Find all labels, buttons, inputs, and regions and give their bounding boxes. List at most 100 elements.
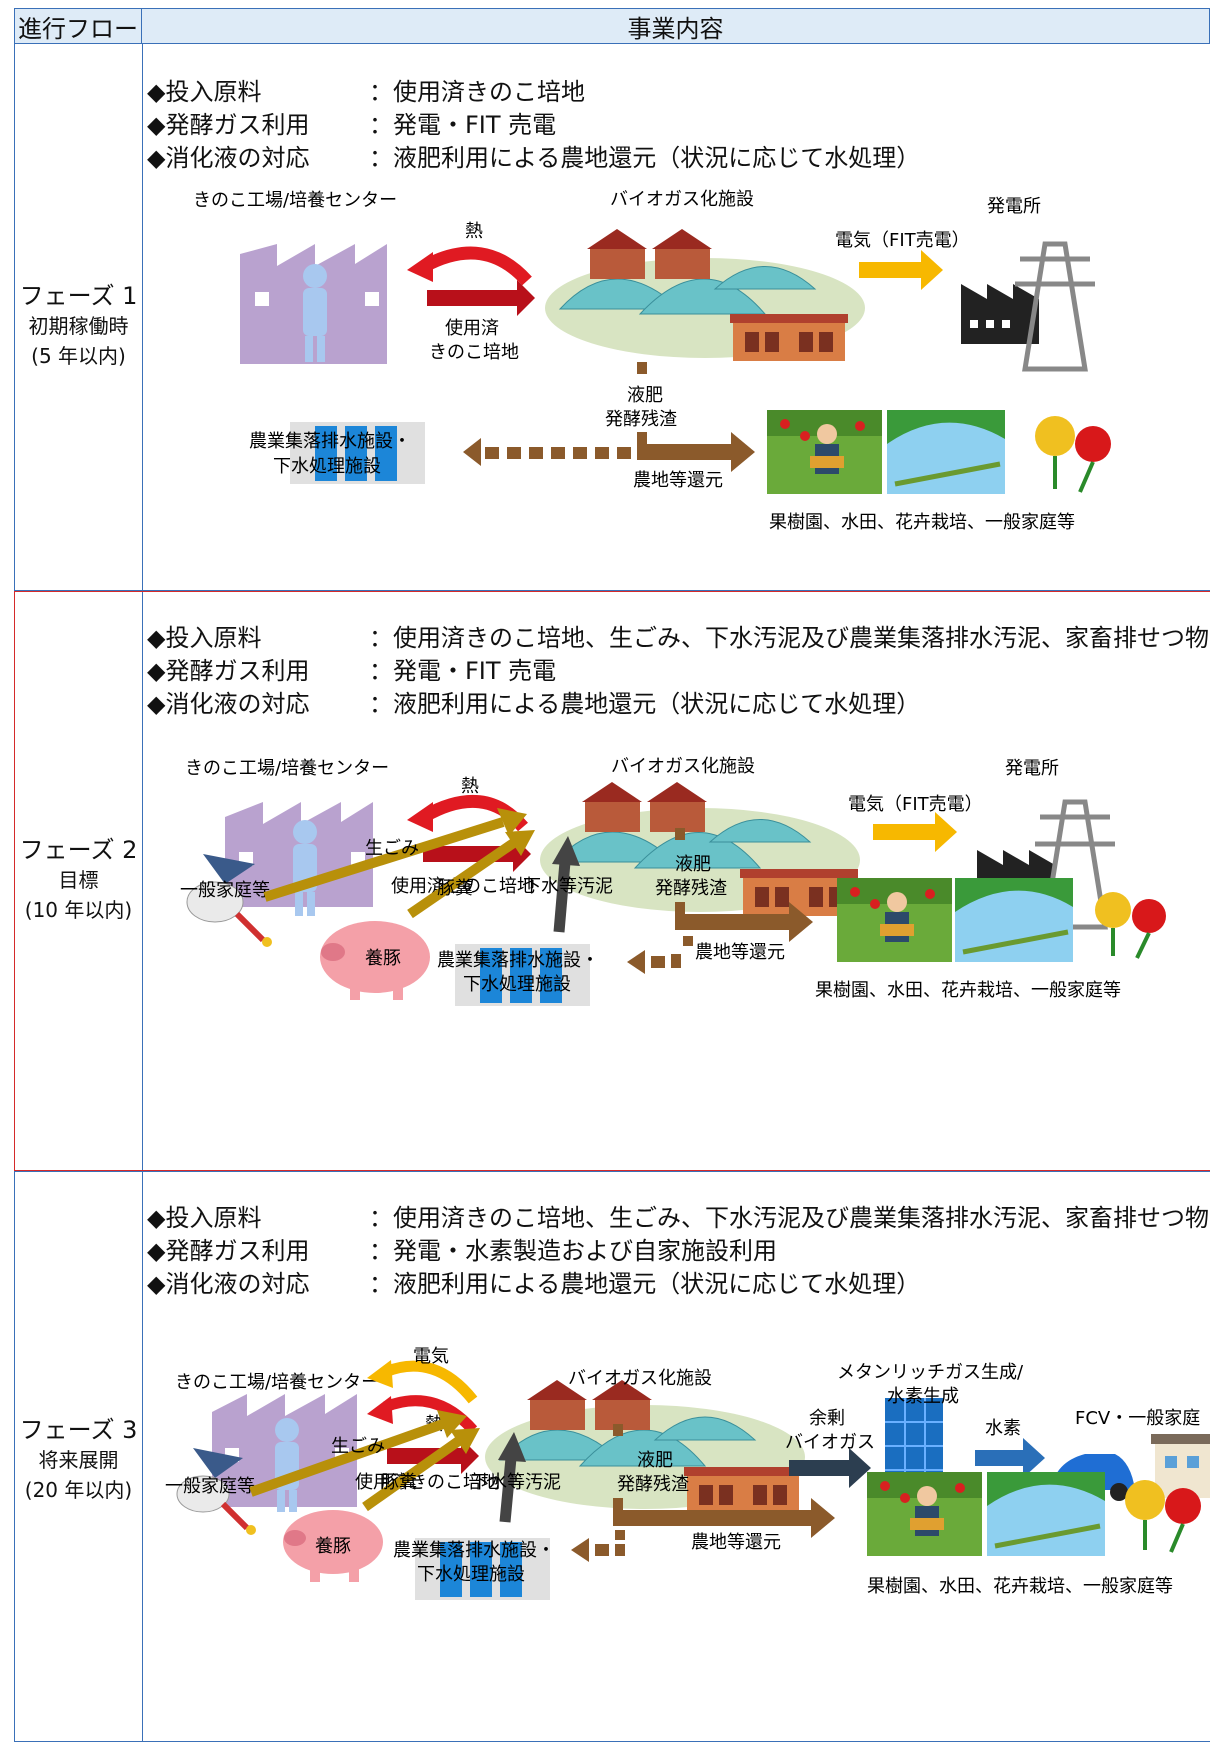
label-fertilizer: 液肥 <box>627 385 663 406</box>
header-content: 事業内容 <box>141 8 1210 44</box>
phase-1-info: ◆投入原料：使用済きのこ培地 ◆発酵ガス利用：発電・FIT 売電 ◆消化液の対応… <box>147 76 920 175</box>
surplus-biogas-arrow <box>789 1448 871 1488</box>
row-value: ：発電・FIT 売電 <box>369 657 557 685</box>
rice-field-icon <box>887 410 1005 494</box>
label-fields: 果樹園、水田、花卉栽培、一般家庭等 <box>769 512 1075 533</box>
row-value: ：使用済きのこ培地、生ごみ、下水汚泥及び農業集落排水汚泥、家畜排せつ物 <box>369 624 1209 652</box>
biogas-facility-icon <box>545 229 865 361</box>
return-arrow <box>613 1498 835 1538</box>
label-surplus-2: バイオガス <box>785 1432 875 1453</box>
row-label: ◆発酵ガス利用 <box>147 1237 310 1265</box>
manure-arrow-head <box>450 1428 480 1454</box>
label-electricity: 電気（FIT売電） <box>835 230 970 251</box>
label-biogas: バイオガス化施設 <box>568 1368 712 1389</box>
heat-arrow <box>382 1395 478 1434</box>
row-value: ：液肥利用による農地還元（状況に応じて水処理） <box>369 690 921 718</box>
orchard-icon <box>837 878 952 962</box>
label-power-plant: 発電所 <box>1005 758 1059 779</box>
row-label: ◆投入原料 <box>147 624 262 652</box>
electricity-return-arrow <box>382 1360 478 1404</box>
fertilizer-line-top <box>613 1424 623 1436</box>
label-water-1: 農業集落排水施設・ <box>393 1540 555 1561</box>
sewage-arrow <box>553 861 571 933</box>
manure-arrow <box>407 837 518 919</box>
flowers-icon <box>1095 892 1166 959</box>
phase-2-flow-cell: フェーズ 2 目標 (10 年以内) <box>15 592 143 1170</box>
row-label: ◆発酵ガス利用 <box>147 657 310 685</box>
water-treatment-dotted-arrow <box>571 1530 625 1562</box>
water-treatment-icon <box>415 1538 550 1600</box>
label-food-waste: 生ごみ <box>365 838 419 859</box>
fertilizer-line-top <box>675 828 685 840</box>
pig-icon <box>320 921 430 1000</box>
phase-3-sub2: (20 年以内) <box>24 1478 133 1502</box>
flowers-icon <box>1125 1480 1201 1553</box>
label-household: 一般家庭等 <box>165 1476 255 1497</box>
pig-icon <box>283 1510 383 1582</box>
water-treatment-icon <box>455 944 590 1006</box>
food-waste-arrow-head <box>437 1410 467 1438</box>
phase-3-flow-cell: フェーズ 3 将来展開 (20 年以内) <box>15 1172 143 1741</box>
label-residue: 発酵残渣 <box>605 409 677 430</box>
row-label: ◆投入原料 <box>147 78 262 106</box>
label-fields: 果樹園、水田、花卉栽培、一般家庭等 <box>867 1576 1173 1597</box>
rice-field-icon <box>987 1472 1105 1556</box>
label-water-2: 下水処理施設 <box>417 1564 525 1585</box>
label-sewage: 下水等汚泥 <box>523 876 613 897</box>
biogas-facility-icon <box>485 1380 805 1514</box>
heat-arrow-head <box>367 1396 393 1424</box>
label-household: 一般家庭等 <box>180 880 270 901</box>
fertilizer-line-top <box>637 362 647 374</box>
label-return: 農地等還元 <box>691 1532 781 1553</box>
heat-arrow-head <box>407 802 433 832</box>
flowers-icon <box>1035 416 1111 493</box>
phase-3-name: フェーズ 3 <box>19 1416 138 1444</box>
return-arrow <box>637 432 755 472</box>
label-heat: 熱 <box>461 776 479 797</box>
food-waste-arrow <box>263 817 505 902</box>
food-waste-arrow-head <box>497 808 527 836</box>
row-value: ：使用済きのこ培地、生ごみ、下水汚泥及び農業集落排水汚泥、家畜排せつ物 <box>369 1204 1209 1232</box>
label-electricity: 電気（FIT売電） <box>848 794 983 815</box>
label-return: 農地等還元 <box>695 942 785 963</box>
label-residue: 発酵残渣 <box>655 878 727 899</box>
label-substrate-1: 使用済 <box>445 318 499 339</box>
electricity-arrow <box>873 812 957 852</box>
label-fcv: FCV・一般家庭 <box>1075 1408 1200 1429</box>
row-value: ：発電・水素製造および自家施設利用 <box>369 1237 777 1265</box>
label-pig: 養豚 <box>315 1536 351 1557</box>
row-label: ◆投入原料 <box>147 1204 262 1232</box>
row-value: ：液肥利用による農地還元（状況に応じて水処理） <box>369 144 921 172</box>
phase-2-sub1: 目標 <box>58 868 99 892</box>
label-electricity: 電気 <box>413 1346 449 1367</box>
rice-field-icon <box>955 878 1073 962</box>
phase-2-diagram: きのこ工場/培養センター 熱 使用済きのこ培地 バイオガス化施設 電気（FIT売… <box>180 756 1166 1006</box>
label-return: 農地等還元 <box>633 470 723 491</box>
label-fields: 果樹園、水田、花卉栽培、一般家庭等 <box>815 980 1121 1001</box>
label-water-1: 農業集落排水施設・ <box>437 950 599 971</box>
mushroom-factory-icon <box>240 244 387 364</box>
row-label: ◆発酵ガス利用 <box>147 111 310 139</box>
phase-1-name: フェーズ 1 <box>19 282 138 310</box>
label-residue: 発酵残渣 <box>617 1474 689 1495</box>
label-water-1: 農業集落排水施設・ <box>249 431 411 452</box>
food-waste-icon <box>186 854 272 947</box>
sewage-arrow-head <box>498 1432 526 1462</box>
label-substrate-2: きのこ培地 <box>429 342 519 363</box>
manure-arrow <box>362 1435 463 1512</box>
phase-2-row: フェーズ 2 目標 (10 年以内) ◆投入原料 ：使用済きのこ培地、生ごみ、下水… <box>14 591 1210 1171</box>
label-biogas: バイオガス化施設 <box>611 756 755 777</box>
label-substrate: 使用済きのこ培地 <box>391 876 535 897</box>
label-water-2: 下水処理施設 <box>463 974 571 995</box>
water-treatment-dotted-arrow <box>463 438 631 466</box>
phase-1-sub1: 初期稼働時 <box>28 314 129 338</box>
phase-2-sub2: (10 年以内) <box>24 898 133 922</box>
biogas-facility-icon <box>540 782 860 916</box>
row-value: ：発電・FIT 売電 <box>369 111 557 139</box>
header-flow: 進行フロー <box>14 8 142 44</box>
phase-1-sub2: (5 年以内) <box>31 344 126 368</box>
phase-3-diagram: きのこ工場/培養センター 電気 熱 使用済きのこ培地 バイオガス化施設 <box>165 1346 1210 1600</box>
label-food-waste: 生ごみ <box>331 1436 385 1457</box>
phase-1-row: フェーズ 1 初期稼働時 (5 年以内) ◆投入原料：使用済きのこ培地 ◆発酵ガ… <box>14 43 1210 591</box>
